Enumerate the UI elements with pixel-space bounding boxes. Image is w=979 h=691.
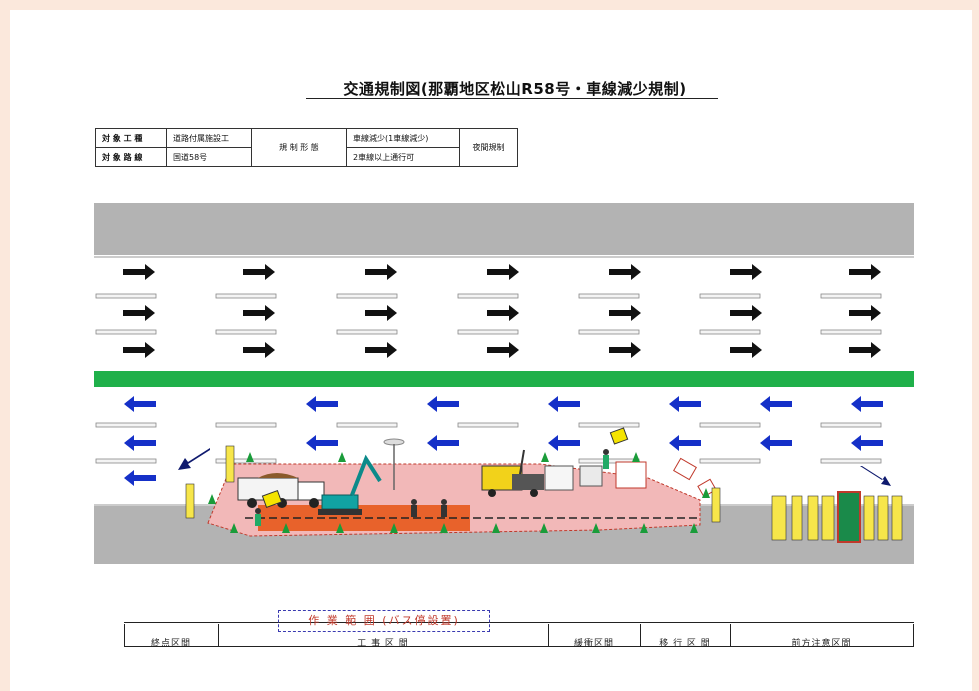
section-baseline xyxy=(124,622,914,623)
reg-label: 規 制 形 態 xyxy=(251,128,347,167)
section-tick xyxy=(218,624,219,646)
sign-icon xyxy=(225,445,235,483)
time-value: 夜間規制 xyxy=(459,128,518,167)
warning-board-icon xyxy=(673,457,697,481)
info-board-icon xyxy=(544,465,574,491)
roadside-signs xyxy=(185,445,903,543)
section-buffer: 緩衝区間 xyxy=(573,639,614,649)
sign-icon xyxy=(877,495,889,541)
median-strip xyxy=(94,371,914,387)
traffic-cones xyxy=(208,452,710,533)
sign-icon xyxy=(791,495,803,541)
section-tick xyxy=(730,624,731,646)
section-tick xyxy=(640,624,641,646)
dump-truck-icon xyxy=(237,473,325,508)
section-end: 終点区間 xyxy=(150,639,191,649)
reg-value-2: 2車線以上通行可 xyxy=(346,147,460,167)
sign-icon xyxy=(807,495,819,541)
warning-board-icon xyxy=(615,461,647,489)
sign-icon xyxy=(821,495,835,541)
sign-icon xyxy=(185,483,195,519)
sign-icon xyxy=(891,495,903,541)
diagonal-arrows xyxy=(178,448,891,486)
worker-icon xyxy=(255,449,609,526)
sign-icon xyxy=(771,495,787,541)
warning-board-icon xyxy=(697,478,717,498)
sign-icon xyxy=(837,491,861,543)
section-tick xyxy=(548,624,549,646)
title-underline xyxy=(306,98,718,99)
excavator-icon xyxy=(318,454,382,515)
row2-value: 国道58号 xyxy=(166,147,252,167)
work-range-label: 作 業 範 囲 (バス停設置) xyxy=(278,610,490,632)
sign-icon xyxy=(863,495,875,541)
road-outbound-shoulder xyxy=(94,203,914,255)
crane-truck-icon xyxy=(481,449,544,497)
info-board-icon xyxy=(579,465,603,487)
sign-icon xyxy=(711,487,721,523)
lane-dashes-outbound xyxy=(95,293,882,464)
section-tick xyxy=(124,624,125,646)
section-bottom-line xyxy=(124,646,914,647)
inbound-arrows xyxy=(124,396,883,486)
section-transition: 移 行 区 間 xyxy=(659,639,711,649)
info-table: 対 象 工 種 道路付属施設工 規 制 形 態 車線減少(1車線減少) 夜間規制… xyxy=(95,128,518,167)
section-work: 工 事 区 間 xyxy=(357,639,409,649)
flag-icon xyxy=(609,427,629,445)
light-tower-icon xyxy=(383,438,405,490)
page-title: 交通規制図(那覇地区松山R58号・車線減少規制) xyxy=(343,80,687,98)
flag-icon xyxy=(261,489,283,509)
outbound-arrows xyxy=(123,264,881,358)
section-tick xyxy=(913,624,914,646)
section-advance: 前方注意区間 xyxy=(791,639,852,649)
